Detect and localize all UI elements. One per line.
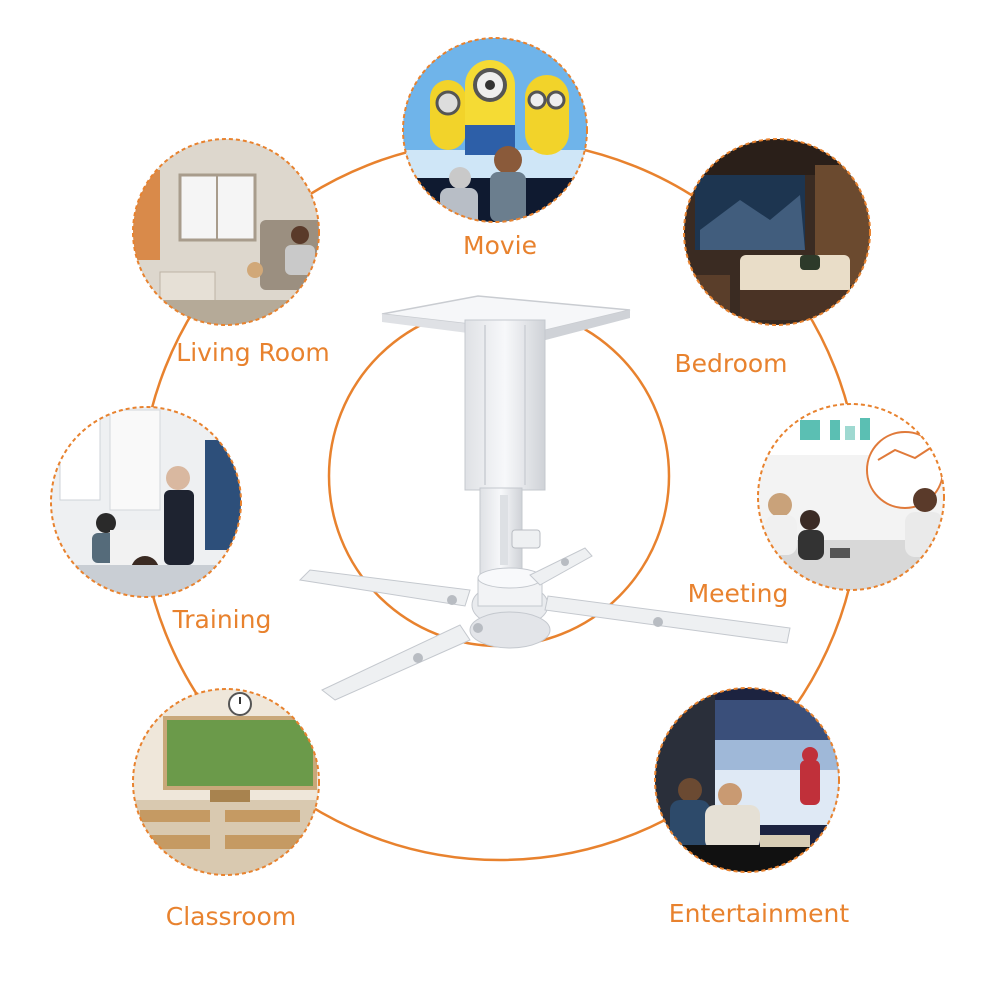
scene-label-living-room: Living Room xyxy=(176,338,329,367)
projector-ceiling-mount-icon xyxy=(298,295,791,701)
minions-cinema-icon xyxy=(402,37,588,223)
scene-label-meeting: Meeting xyxy=(688,579,789,608)
scene-label-bedroom: Bedroom xyxy=(674,349,787,378)
living-room-icon xyxy=(132,138,320,326)
scene-label-classroom: Classroom xyxy=(166,902,296,931)
scene-label-movie: Movie xyxy=(463,231,537,260)
classroom-icon xyxy=(132,688,320,876)
meeting-room-icon xyxy=(757,403,945,591)
training-session-icon xyxy=(50,406,242,598)
scene-label-training: Training xyxy=(172,605,272,634)
hockey-watching-icon xyxy=(654,687,840,873)
bedroom-theater-icon xyxy=(683,138,871,326)
scene-label-entertainment: Entertainment xyxy=(669,899,850,928)
